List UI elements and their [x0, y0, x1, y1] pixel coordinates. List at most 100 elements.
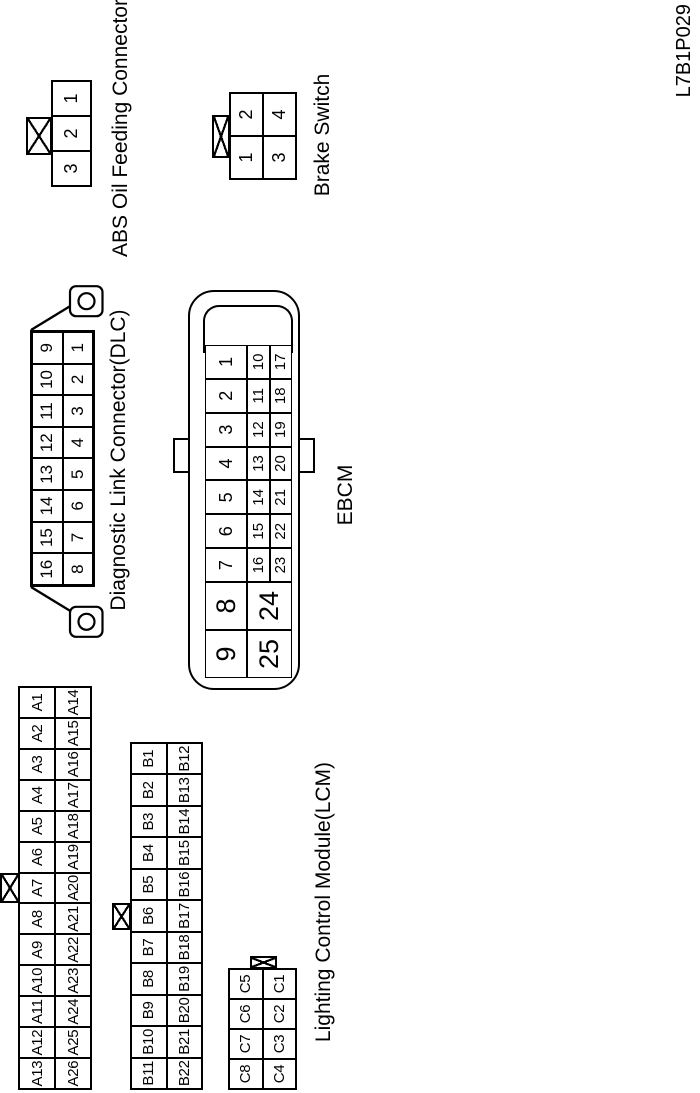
- ebcm-pin-9: 9: [205, 630, 247, 678]
- pin-B3: B3: [131, 805, 167, 838]
- pin-2: 2: [52, 116, 91, 151]
- pin-B20: B20: [166, 994, 202, 1027]
- pin-B1: B1: [131, 743, 167, 775]
- pin-B2: B2: [131, 774, 167, 806]
- pin-5: 5: [205, 480, 247, 515]
- pin-11: 11: [32, 395, 63, 427]
- pin-B12: B12: [166, 743, 202, 775]
- pin-A19: A19: [55, 841, 91, 873]
- pin-10: 10: [32, 363, 63, 396]
- pin-3: 3: [205, 412, 247, 447]
- pin-B9: B9: [131, 994, 167, 1027]
- ebcm-label: EBCM: [334, 464, 357, 526]
- pin-C1: C1: [262, 969, 296, 999]
- brake-switch-label: Brake Switch: [311, 73, 334, 197]
- ebcm-pin-24: 24: [247, 582, 292, 630]
- pin-C2: C2: [262, 999, 296, 1029]
- figure-code: L7B1P029: [673, 4, 695, 98]
- pin-2: 2: [230, 93, 263, 136]
- pin-2: 2: [205, 378, 247, 413]
- pin-4: 4: [62, 426, 93, 459]
- pin-14: 14: [32, 490, 63, 522]
- lcm-a-key-tab-icon: [0, 873, 20, 903]
- pin-A22: A22: [55, 934, 91, 966]
- pin-12: 12: [32, 426, 63, 459]
- pin-3: 3: [52, 151, 91, 186]
- dlc-label: Diagnostic Link Connector(DLC): [107, 309, 130, 611]
- pin-B8: B8: [131, 963, 167, 995]
- pin-23: 23: [269, 548, 292, 582]
- pin-A16: A16: [55, 748, 91, 780]
- pin-B16: B16: [166, 868, 202, 901]
- pin-12: 12: [247, 412, 270, 447]
- pin-A24: A24: [55, 996, 91, 1028]
- pin-A14: A14: [55, 687, 91, 718]
- pin-B17: B17: [166, 900, 202, 932]
- pin-C3: C3: [262, 1029, 296, 1059]
- pin-A6: A6: [19, 841, 55, 873]
- pin-18: 18: [269, 378, 292, 413]
- pin-B4: B4: [131, 837, 167, 869]
- pin-1: 1: [230, 136, 263, 179]
- pin-19: 19: [269, 412, 292, 447]
- pin-A13: A13: [19, 1058, 55, 1089]
- pin-10: 10: [247, 344, 270, 379]
- pin-B18: B18: [166, 931, 202, 964]
- pin-B6: B6: [131, 900, 167, 932]
- pin-17: 17: [269, 344, 292, 379]
- pin-B5: B5: [131, 868, 167, 901]
- pin-15: 15: [32, 521, 63, 554]
- ebcm-pin-25: 25: [247, 630, 292, 678]
- pin-A10: A10: [19, 965, 55, 997]
- pin-B15: B15: [166, 837, 202, 869]
- pin-A23: A23: [55, 965, 91, 997]
- pin-A2: A2: [19, 717, 55, 749]
- pin-1: 1: [205, 344, 247, 379]
- pin-1: 1: [52, 81, 91, 116]
- pin-A25: A25: [55, 1027, 91, 1059]
- pin-1: 1: [62, 332, 93, 364]
- pin-C8: C8: [229, 1059, 263, 1089]
- abs-connector-label: ABS Oil Feeding Connector: [109, 0, 132, 257]
- pin-A9: A9: [19, 934, 55, 966]
- pin-9: 9: [32, 332, 63, 364]
- pin-A5: A5: [19, 810, 55, 842]
- pin-14: 14: [247, 480, 270, 515]
- lcm-label: Lighting Control Module(LCM): [312, 761, 335, 1043]
- pin-A11: A11: [19, 996, 55, 1028]
- pin-C4: C4: [262, 1059, 296, 1089]
- pin-16: 16: [32, 553, 63, 585]
- pin-4: 4: [263, 93, 296, 136]
- pin-16: 16: [247, 548, 270, 582]
- pin-B14: B14: [166, 805, 202, 838]
- pin-B21: B21: [166, 1026, 202, 1058]
- pin-6: 6: [62, 490, 93, 522]
- pin-22: 22: [269, 514, 292, 549]
- pin-11: 11: [247, 378, 270, 413]
- dlc-left-screw-hole-icon: [77, 612, 96, 631]
- abs-key-tab-icon: [26, 117, 52, 155]
- pin-A1: A1: [19, 687, 55, 718]
- pin-A7: A7: [19, 872, 55, 904]
- pin-5: 5: [62, 458, 93, 491]
- pin-6: 6: [205, 514, 247, 549]
- pin-B22: B22: [166, 1057, 202, 1089]
- pin-A3: A3: [19, 748, 55, 780]
- pin-7: 7: [62, 521, 93, 554]
